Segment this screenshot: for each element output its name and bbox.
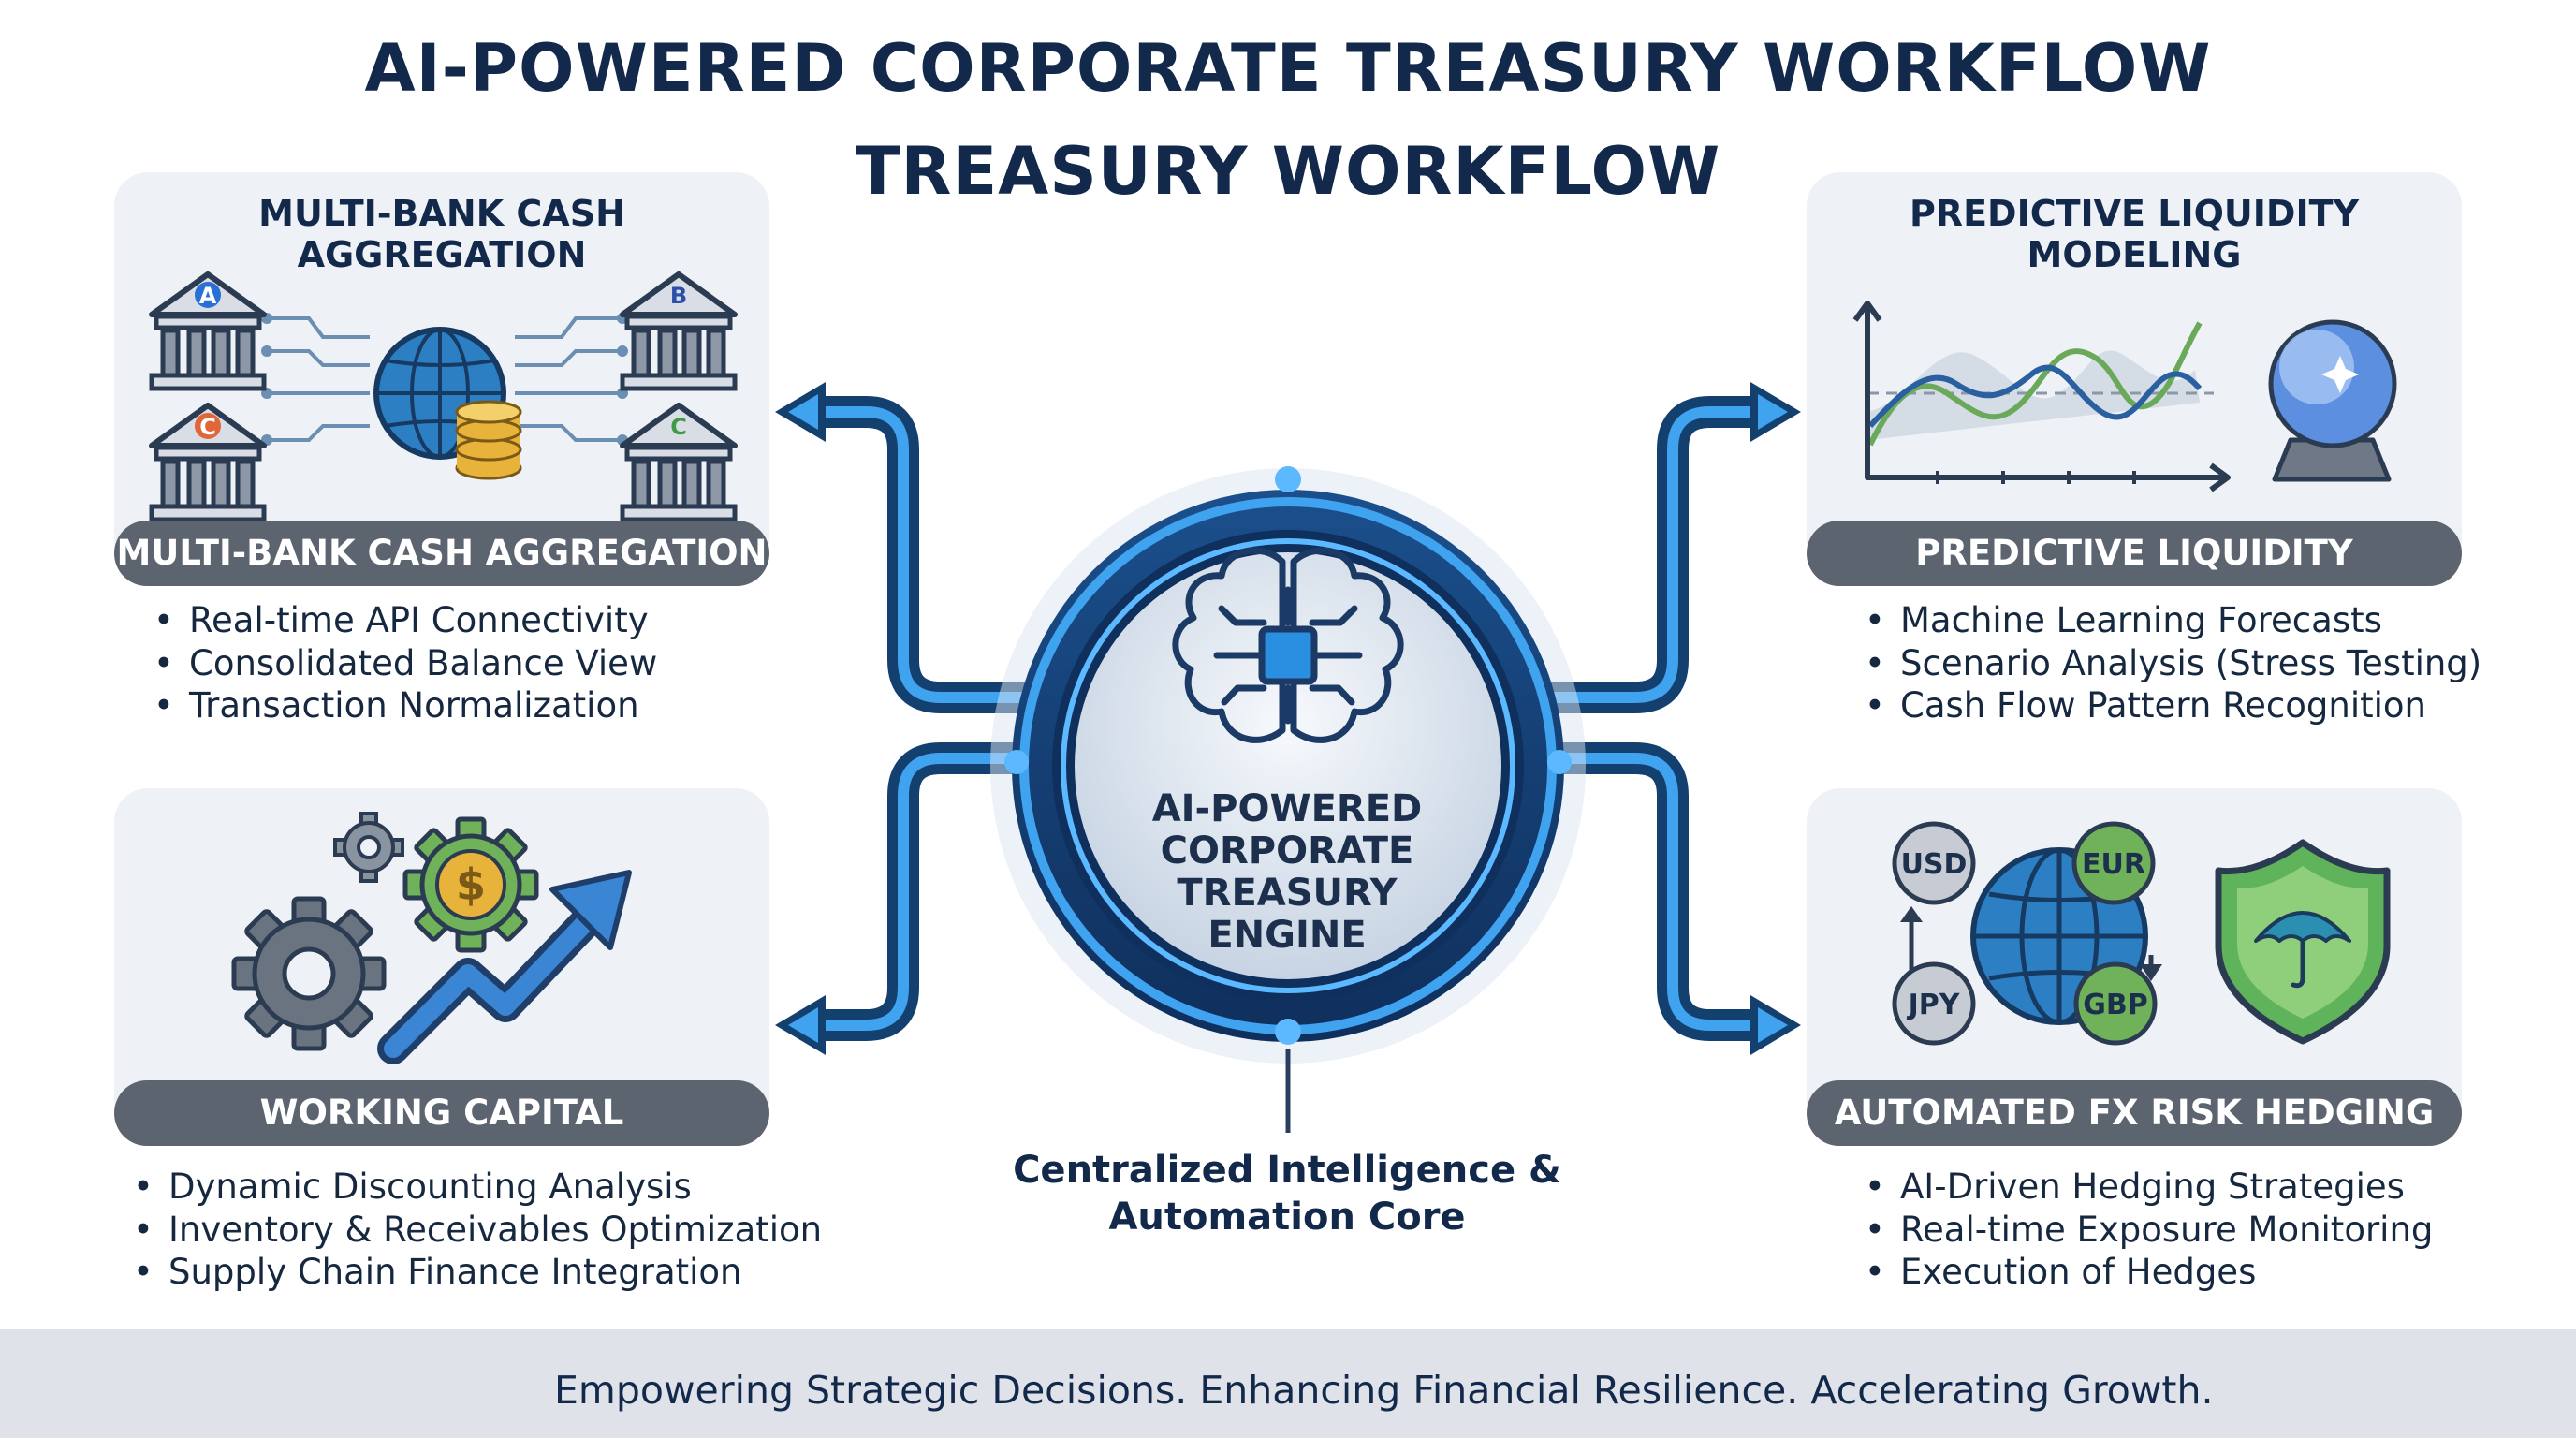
svg-text:$: $ (456, 859, 486, 910)
coin-stack-icon (455, 400, 522, 480)
panel-title-liquidity: PREDICTIVE LIQUIDITY MODELING (1909, 193, 2360, 275)
list-item: Inventory & Receivables Optimization (129, 1209, 822, 1252)
small-gear-icon (333, 812, 404, 883)
currency-badges: USD EUR JPY GBP (1892, 821, 2158, 1046)
cash-bullet-list: Real-time API Connectivity Consolidated … (150, 599, 657, 727)
pill-liquidity-modeling: PREDICTIVE LIQUIDITY MODELING (1807, 521, 2462, 638)
bank-b-icon (620, 271, 738, 391)
list-item: Transaction Normalization (150, 684, 657, 727)
list-item: Real-time API Connectivity (150, 599, 657, 642)
bank-b-letter: B (670, 283, 687, 309)
capital-bullet-list: Dynamic Discounting Analysis Inventory &… (129, 1166, 822, 1294)
pill-cash-aggregation: MULTI-BANK CASH AGGREGATION (114, 521, 769, 586)
pill-working-capital: WORKING CAPITAL OPTIMIZATION (114, 1080, 769, 1198)
panel-title-cash: MULTI-BANK CASH AGGREGATION (258, 193, 625, 275)
shield-umbrella-icon (2215, 839, 2391, 1045)
ai-brain-icon (1172, 547, 1404, 743)
bank-c-right-icon (620, 403, 738, 522)
fx-bullet-list: AI-Driven Hedging Strategies Real-time E… (1861, 1166, 2433, 1294)
list-item: Supply Chain Finance Integration (129, 1251, 822, 1294)
list-item: Scenario Analysis (Stress Testing) (1861, 642, 2481, 685)
engine-label: AI-POWERED CORPORATE TREASURY ENGINE (1151, 787, 1423, 957)
currency-jpy: JPY (1907, 989, 1961, 1021)
list-item: Execution of Hedges (1861, 1251, 2433, 1294)
footer-tagline: Empowering Strategic Decisions. Enhancin… (554, 1368, 2214, 1413)
engine-ring (990, 466, 1586, 1064)
list-item: Real-time Exposure Monitoring (1861, 1209, 2433, 1252)
pill-fx-hedging: AUTOMATED FX RISK HEDGING (1807, 1080, 2462, 1146)
bank-a-letter: A (199, 283, 217, 309)
growth-arrow-icon (377, 870, 632, 1064)
currency-gbp: GBP (2083, 989, 2147, 1021)
footer-bar (0, 1329, 2576, 1438)
liquidity-bullet-list: Machine Learning Forecasts Scenario Anal… (1861, 599, 2481, 727)
page-title-line-1: AI-POWERED CORPORATE TREASURY WORKFLOW (364, 30, 2212, 107)
crystal-ball-icon (2268, 319, 2397, 482)
gear-icon (231, 896, 387, 1051)
currency-eur: EUR (2082, 848, 2145, 881)
bank-c-right-letter: C (670, 414, 687, 440)
list-item: Dynamic Discounting Analysis (129, 1166, 822, 1209)
bank-a-icon (149, 271, 267, 391)
bank-c-left-letter: C (199, 414, 216, 440)
list-item: Machine Learning Forecasts (1861, 599, 2481, 642)
list-item: Consolidated Balance View (150, 642, 657, 685)
list-item: AI-Driven Hedging Strategies (1861, 1166, 2433, 1209)
list-item: Cash Flow Pattern Recognition (1861, 684, 2481, 727)
core-label: Centralized Intelligence & Automation Co… (1013, 1149, 1561, 1239)
page-title-line-2: TREASURY WORKFLOW (855, 133, 1721, 210)
arrow-to-liquidity-modeling (1521, 382, 1801, 713)
arrow-to-cash-aggregation (775, 382, 1055, 713)
arrow-to-fx-hedging (1521, 742, 1801, 1055)
forecast-chart-icon (1852, 301, 2231, 492)
dollar-gear-icon: $ (402, 816, 539, 953)
arrow-to-working-capital (775, 742, 1055, 1055)
currency-usd: USD (1901, 848, 1968, 881)
